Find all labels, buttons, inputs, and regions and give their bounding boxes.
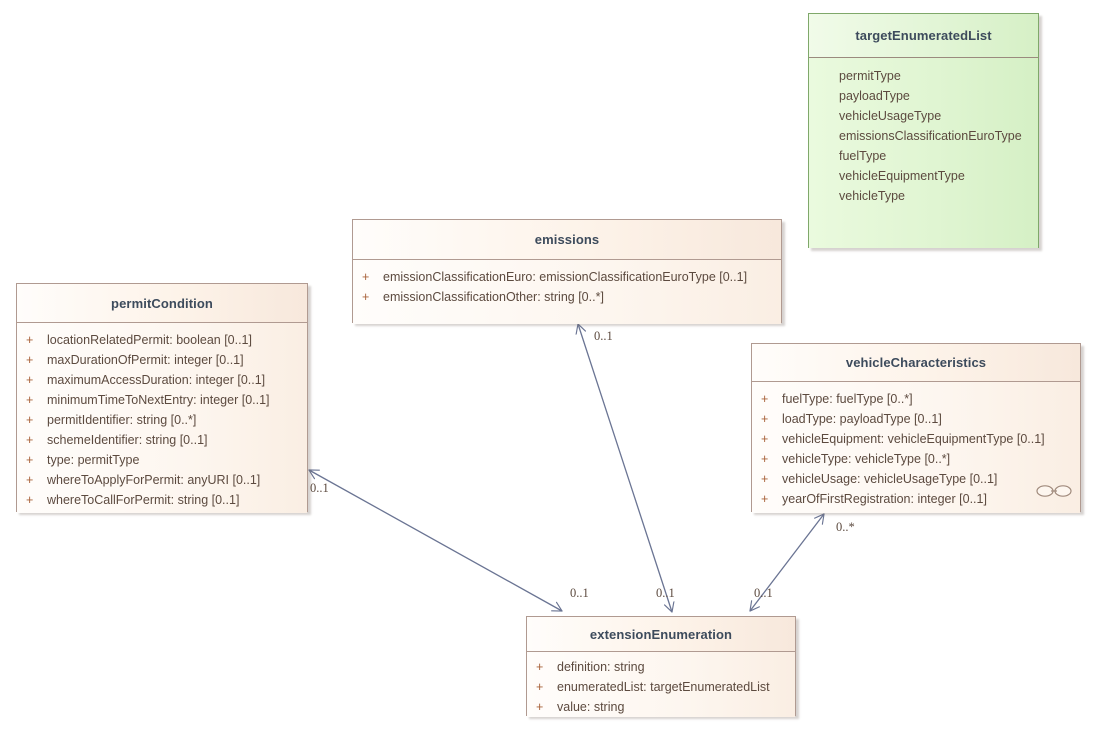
attribute-row: payloadType [809,86,1038,106]
class-attributes-extensionenumeration: + definition: string + enumeratedList: t… [527,652,795,717]
attribute-row: fuelType [809,146,1038,166]
attribute-row: emissionsClassificationEuroType [809,126,1038,146]
attribute-row: + vehicleUsage: vehicleUsageType [0..1] [752,469,1080,489]
attribute-text: minimumTimeToNextEntry: integer [0..1] [47,393,270,407]
connector-permitcondition-extensionenumeration [309,470,562,611]
class-attributes-vehiclecharacteristics: + fuelType: fuelType [0..*] + loadType: … [752,382,1080,513]
attribute-visibility: + [536,700,544,714]
attribute-text: whereToApplyForPermit: anyURI [0..1] [47,473,261,487]
class-attributes-emissions: + emissionClassificationEuro: emissionCl… [353,260,781,324]
multiplicity-label-permitcondition-source: 0..1 [310,481,329,495]
attribute-visibility: + [761,492,769,506]
attribute-text: vehicleEquipment: vehicleEquipmentType [… [782,432,1045,446]
attribute-row: + emissionClassificationEuro: emissionCl… [353,267,781,287]
attribute-visibility: + [761,452,769,466]
attribute-text: permitIdentifier: string [0..*] [47,413,197,427]
attribute-row: + whereToApplyForPermit: anyURI [0..1] [17,470,307,490]
attribute-visibility: + [761,472,769,486]
class-title-emissions: emissions [353,220,781,260]
multiplicity-label-extension-right: 0..1 [754,586,773,600]
attribute-text: vehicleUsageType [839,109,942,123]
attribute-row: + maxDurationOfPermit: integer [0..1] [17,350,307,370]
class-box-extensionenumeration[interactable]: extensionEnumeration + definition: strin… [526,616,796,717]
class-title-targetenumeratedlist: targetEnumeratedList [809,14,1038,58]
attribute-row: + minimumTimeToNextEntry: integer [0..1] [17,390,307,410]
attribute-visibility: + [26,353,34,367]
attribute-row: vehicleType [809,186,1038,206]
attribute-row: + emissionClassificationOther: string [0… [353,287,781,307]
class-box-targetenumeratedlist[interactable]: targetEnumeratedList permitType payloadT… [808,13,1039,248]
attribute-text: fuelType [839,149,887,163]
multiplicity-label-extension-middle: 0..1 [656,586,675,600]
attribute-text: locationRelatedPermit: boolean [0..1] [47,333,252,347]
attribute-text: value: string [557,700,625,714]
attribute-text: payloadType [839,89,910,103]
attribute-visibility: + [26,333,34,347]
attribute-text: emissionClassificationEuro: emissionClas… [383,270,748,284]
class-box-permitcondition[interactable]: permitCondition + locationRelatedPermit:… [16,283,308,513]
attribute-row: + definition: string [527,657,795,677]
attribute-row: + yearOfFirstRegistration: integer [0..1… [752,489,1080,509]
attribute-text: vehicleType: vehicleType [0..*] [782,452,951,466]
attribute-visibility: + [362,270,370,284]
attribute-row: + value: string [527,697,795,717]
attribute-visibility: + [26,393,34,407]
attribute-text: loadType: payloadType [0..1] [782,412,942,426]
attribute-visibility: + [26,433,34,447]
attribute-text: emissionsClassificationEuroType [839,129,1022,143]
attribute-row: + maximumAccessDuration: integer [0..1] [17,370,307,390]
attribute-visibility: + [26,373,34,387]
attribute-row: + locationRelatedPermit: boolean [0..1] [17,330,307,350]
class-box-emissions[interactable]: emissions + emissionClassificationEuro: … [352,219,782,324]
attribute-visibility: + [536,660,544,674]
attribute-text: vehicleUsage: vehicleUsageType [0..1] [782,472,998,486]
attribute-text: schemeIdentifier: string [0..1] [47,433,208,447]
attribute-row: + schemeIdentifier: string [0..1] [17,430,307,450]
multiplicity-label-vehiclecharacteristics-source: 0..* [836,520,855,534]
multiplicity-label-emissions-source: 0..1 [594,329,613,343]
class-box-vehiclecharacteristics[interactable]: vehicleCharacteristics + fuelType: fuelT… [751,343,1081,513]
attribute-row: + type: permitType [17,450,307,470]
attribute-text: type: permitType [47,453,140,467]
attribute-row: vehicleUsageType [809,106,1038,126]
attribute-row: + whereToCallForPermit: string [0..1] [17,490,307,510]
attribute-visibility: + [26,453,34,467]
attribute-visibility: + [26,493,34,507]
attribute-visibility: + [761,432,769,446]
attribute-row: + enumeratedList: targetEnumeratedList [527,677,795,697]
attribute-row: + fuelType: fuelType [0..*] [752,389,1080,409]
attribute-text: fuelType: fuelType [0..*] [782,392,913,406]
attribute-text: definition: string [557,660,645,674]
attribute-text: maxDurationOfPermit: integer [0..1] [47,353,244,367]
attribute-text: yearOfFirstRegistration: integer [0..1] [782,492,987,506]
attribute-row: permitType [809,66,1038,86]
attribute-text: emissionClassificationOther: string [0..… [383,290,604,304]
attribute-visibility: + [26,413,34,427]
attribute-visibility: + [761,412,769,426]
class-title-vehiclecharacteristics: vehicleCharacteristics [752,344,1080,382]
attribute-text: vehicleEquipmentType [839,169,965,183]
attribute-visibility: + [536,680,544,694]
attribute-text: whereToCallForPermit: string [0..1] [47,493,240,507]
attribute-row: + vehicleType: vehicleType [0..*] [752,449,1080,469]
class-title-extensionenumeration: extensionEnumeration [527,617,795,652]
attribute-row: + permitIdentifier: string [0..*] [17,410,307,430]
attribute-row: + loadType: payloadType [0..1] [752,409,1080,429]
attribute-text: maximumAccessDuration: integer [0..1] [47,373,266,387]
multiplicity-label-extension-left: 0..1 [570,586,589,600]
class-attributes-targetenumeratedlist: permitType payloadType vehicleUsageType … [809,58,1038,248]
attribute-text: enumeratedList: targetEnumeratedList [557,680,770,694]
attribute-visibility: + [26,473,34,487]
class-attributes-permitcondition: + locationRelatedPermit: boolean [0..1] … [17,323,307,513]
attribute-text: permitType [839,69,901,83]
attribute-visibility: + [362,290,370,304]
attribute-text: vehicleType [839,189,906,203]
connector-emissions-extensionenumeration [578,324,672,612]
attribute-visibility: + [761,392,769,406]
class-title-permitcondition: permitCondition [17,284,307,323]
attribute-row: vehicleEquipmentType [809,166,1038,186]
attribute-row: + vehicleEquipment: vehicleEquipmentType… [752,429,1080,449]
link-icon [1036,485,1072,497]
